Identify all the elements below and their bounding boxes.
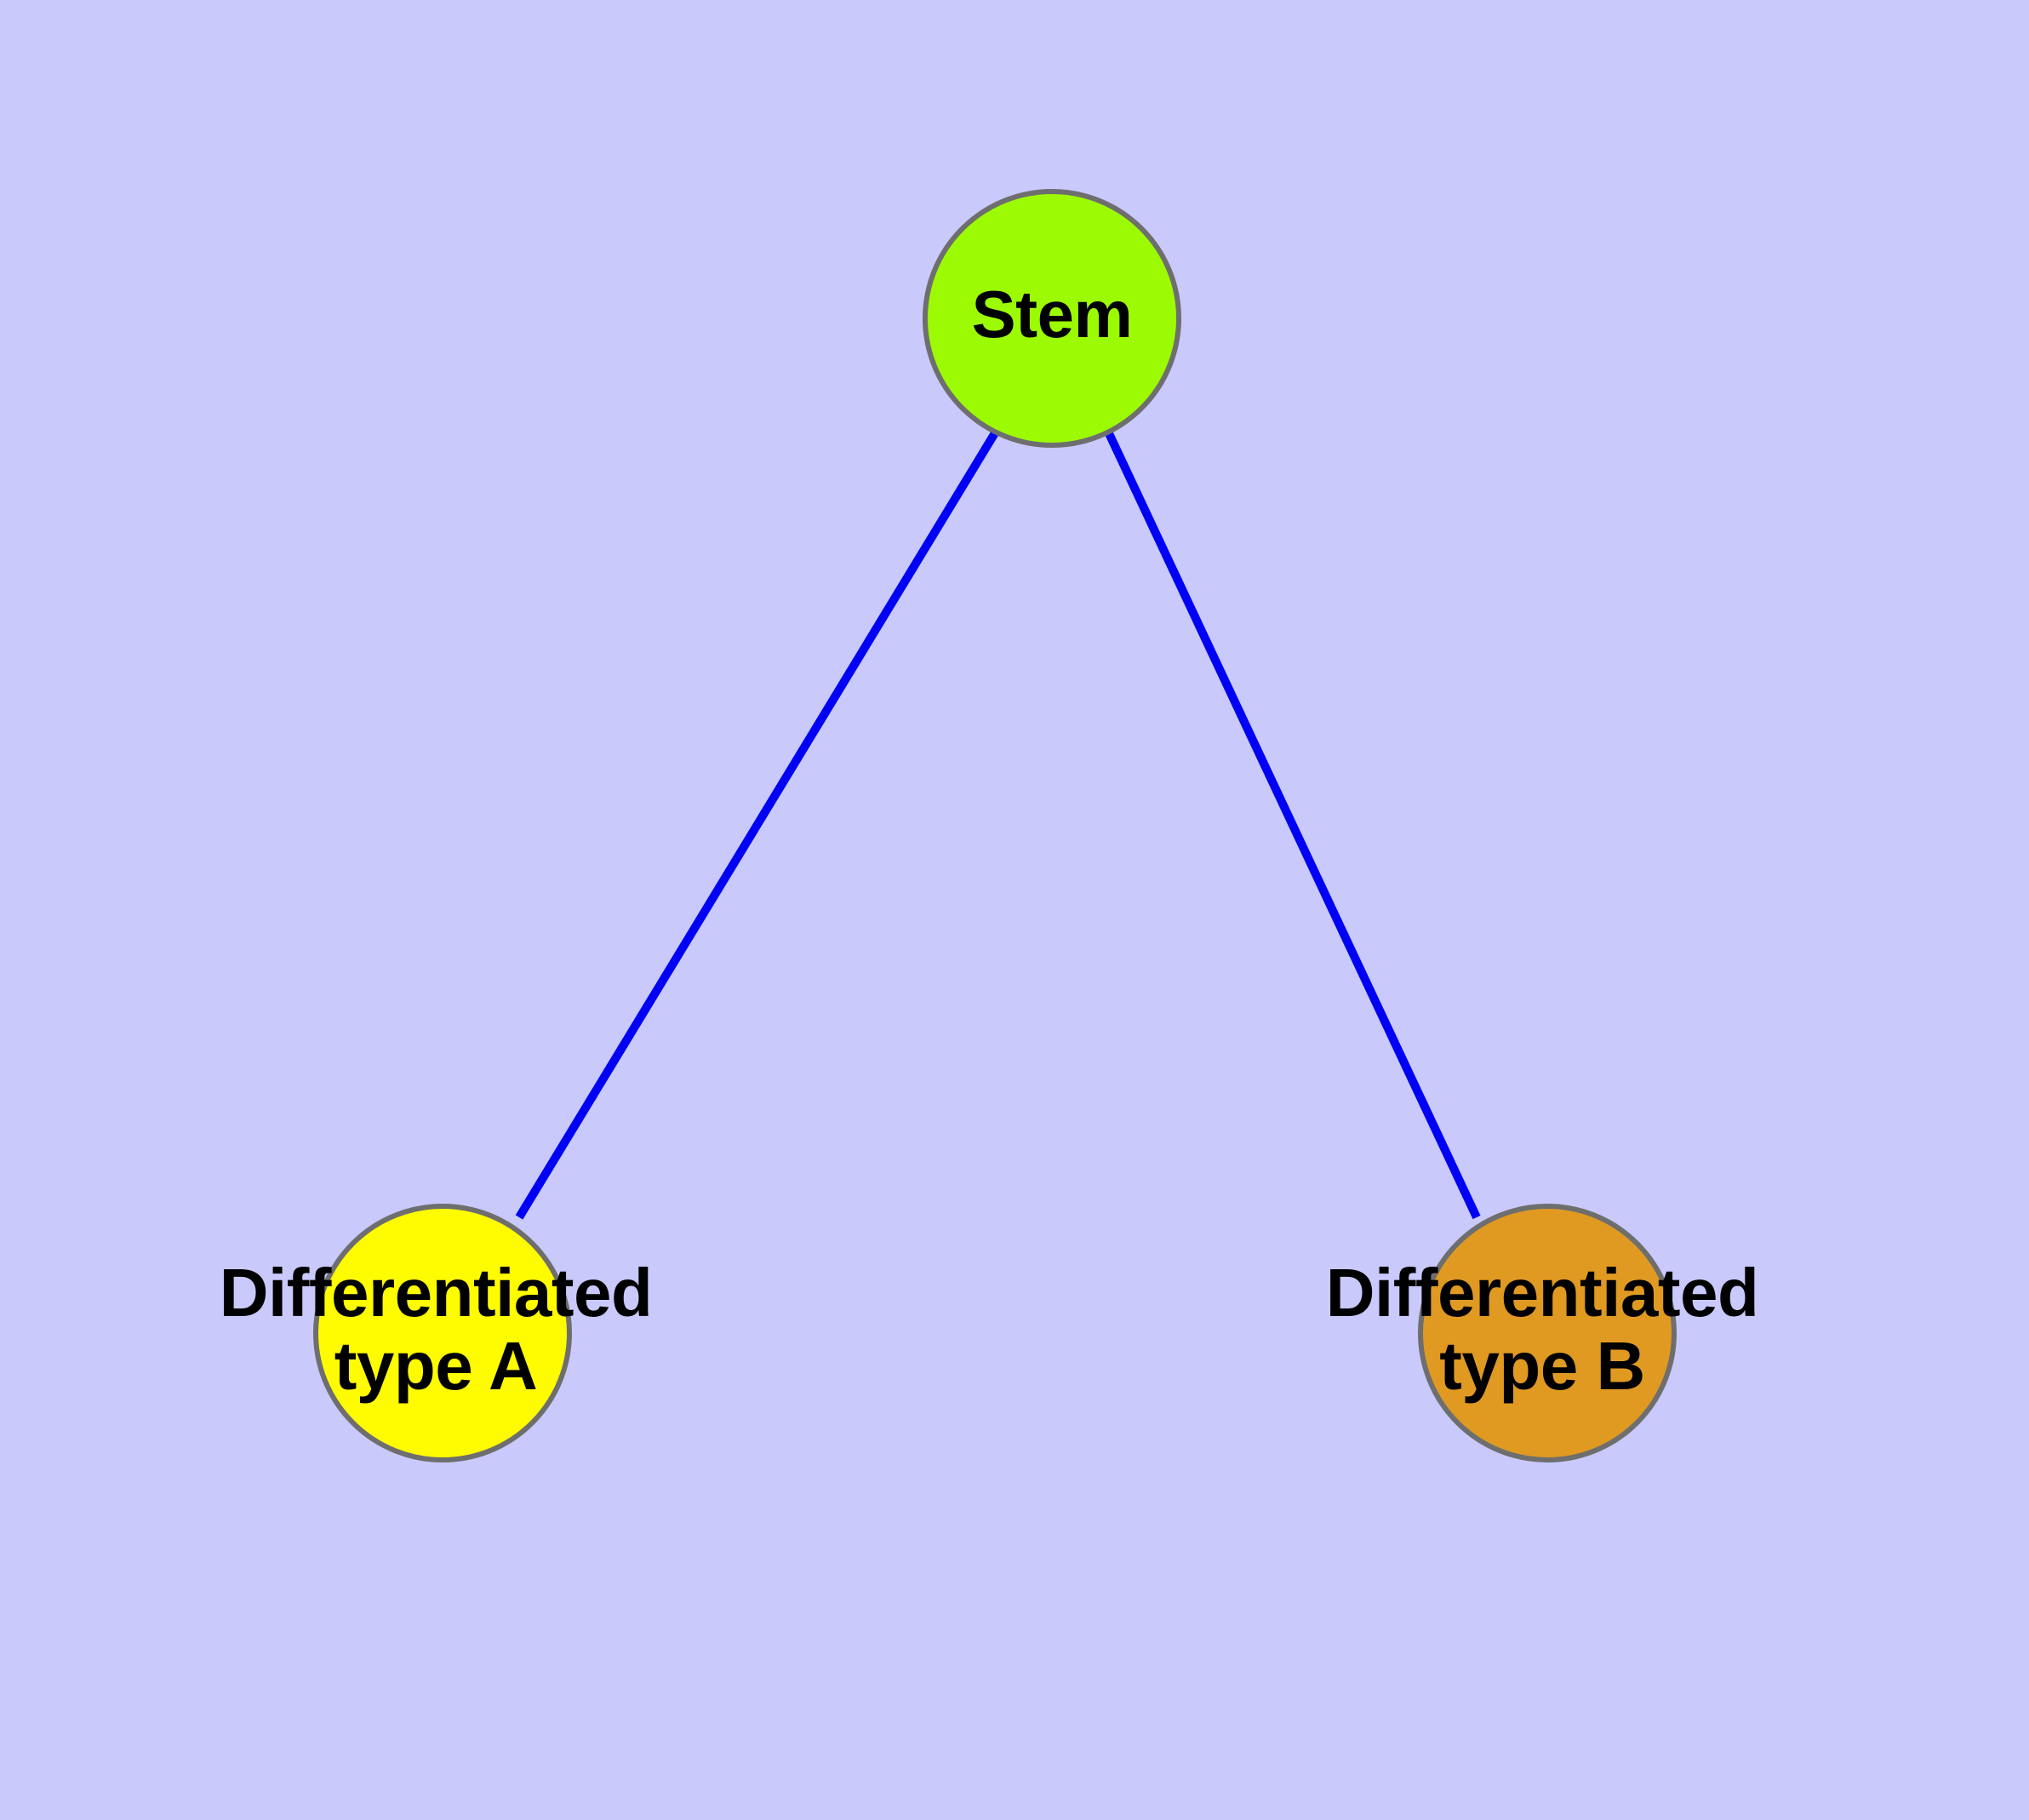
node-differentiated-type-a[interactable] bbox=[313, 1204, 572, 1462]
edge-layer bbox=[515, 429, 1481, 1220]
node-stem[interactable] bbox=[923, 189, 1181, 448]
edge-stem-to-type-b[interactable] bbox=[1104, 429, 1481, 1220]
node-layer bbox=[313, 189, 1677, 1462]
edge-stem-to-type-a[interactable] bbox=[515, 429, 1000, 1220]
node-differentiated-type-b[interactable] bbox=[1418, 1204, 1677, 1462]
